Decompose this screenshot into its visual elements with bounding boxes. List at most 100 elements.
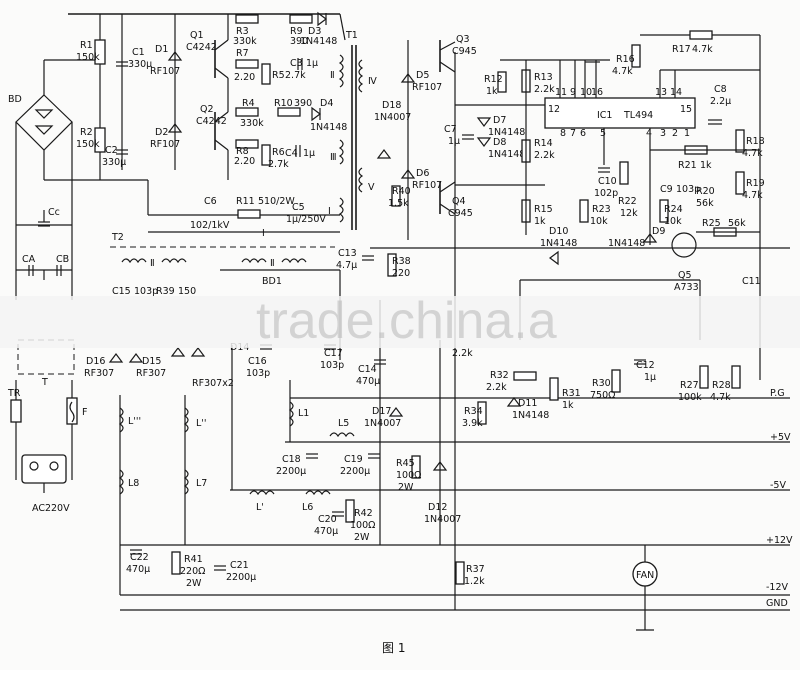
- q4-label: Q4: [452, 196, 466, 207]
- r2-label: R2: [80, 127, 93, 138]
- r4-label: R4: [242, 98, 255, 109]
- r12-label: R12: [484, 74, 503, 85]
- r30-label: R30: [592, 378, 611, 389]
- d12-value: 1N4007: [424, 514, 461, 525]
- r34-value: 3.9k: [462, 418, 483, 429]
- bd1-label: BD1: [262, 276, 282, 287]
- c17-label: C17: [324, 348, 343, 359]
- d18-label: D18: [382, 100, 401, 111]
- drive-section: D1 RF107 D2 RF107 Q1 C4242 Q2 C4242 R3 3…: [148, 11, 377, 239]
- d1-label: D1: [155, 44, 168, 55]
- rf307x2-label: RF307x2: [192, 378, 234, 389]
- resistor-r38: [387, 253, 397, 277]
- d8-value: 1N4148: [488, 149, 525, 160]
- resistor-r4: [235, 107, 259, 117]
- r23-value: 10k: [590, 216, 608, 227]
- winding-i-lower: Ⅰ: [262, 228, 265, 239]
- r30-value: 750Ω: [590, 390, 615, 401]
- pin-4: 4: [646, 128, 652, 139]
- d9-value: 1N4148: [608, 238, 645, 249]
- d5-value: RF107: [412, 82, 442, 93]
- resistor-r8: [235, 139, 259, 149]
- resistor-r40: [391, 185, 401, 207]
- c8-value: 2.2μ: [710, 96, 731, 107]
- c3-cap: 1μ: [306, 58, 318, 69]
- resistor-r31: [549, 377, 559, 401]
- resistor-r10: [277, 107, 301, 117]
- c10-label: C10: [598, 176, 617, 187]
- d3-value: 1N4148: [300, 36, 337, 47]
- r28-label: R28: [712, 380, 731, 391]
- r11-value: 510/2W: [258, 196, 295, 207]
- ac-plug: [21, 454, 67, 484]
- resistor-r1: [94, 39, 106, 65]
- rail-gnd-label: GND: [766, 598, 788, 609]
- r18-value: 4.7k: [742, 148, 763, 159]
- winding-v: Ⅴ: [368, 182, 375, 193]
- r36-value: 2.2k: [452, 348, 473, 359]
- resistor-r30: [611, 369, 621, 393]
- c9-value: 103p: [676, 184, 700, 195]
- r6-value: 2.7k: [268, 159, 289, 170]
- watermark-text: trade.china.a: [256, 292, 557, 350]
- r39-value: 150: [178, 286, 196, 297]
- c4-label: C4: [285, 148, 298, 159]
- watermark-band: [0, 296, 800, 348]
- resistor-r16: [631, 44, 641, 68]
- r7-value: 2.20: [234, 72, 255, 83]
- pin-7: 7: [570, 128, 576, 139]
- resistor-r7: [235, 59, 259, 69]
- r21-label: R21: [678, 160, 697, 171]
- r14-label: R14: [534, 138, 553, 149]
- r14-value: 2.2k: [534, 150, 555, 161]
- r17-label: R17: [672, 44, 691, 55]
- winding-iv: Ⅳ: [368, 76, 377, 87]
- r20-label: R20: [696, 186, 715, 197]
- ac-label: AC220V: [32, 503, 70, 514]
- resistor-r42: [345, 499, 355, 523]
- resistor-r11: [237, 209, 261, 219]
- r1-value: 150k: [76, 52, 100, 63]
- resistor-r24: [659, 199, 669, 223]
- resistor-r23: [579, 199, 589, 223]
- t-label: T: [41, 377, 48, 388]
- r19-value: 4.7k: [742, 190, 763, 201]
- r17-value: 4.7k: [692, 44, 713, 55]
- q5-label: Q5: [678, 270, 692, 281]
- c22-label: C22: [130, 552, 149, 563]
- pin-10: 10: [580, 87, 592, 98]
- d16-value: RF307: [84, 368, 114, 379]
- r34-label: R34: [464, 406, 483, 417]
- c3-label: C3: [290, 58, 303, 69]
- fan-motor: [632, 561, 658, 587]
- d17-value: 1N4007: [364, 418, 401, 429]
- fan-label: FAN: [636, 570, 654, 581]
- lpp-label: L'': [196, 418, 207, 429]
- ic1-value: TL494: [623, 110, 653, 121]
- r45-value: 100Ω: [396, 470, 421, 481]
- ca-label: CA: [22, 254, 36, 265]
- winding-i: Ⅰ: [328, 206, 331, 217]
- figure-caption: 图 1: [382, 641, 405, 655]
- r15-label: R15: [534, 204, 553, 215]
- r24-label: R24: [664, 204, 683, 215]
- resistor-r6: [261, 144, 271, 166]
- r39-label: R39: [156, 286, 175, 297]
- r9-label: R9: [290, 26, 303, 37]
- power-rails: [68, 13, 790, 611]
- q3-label: Q3: [456, 34, 470, 45]
- d7-value: 1N4148: [488, 127, 525, 138]
- pin-5: 5: [600, 128, 606, 139]
- d15-value: RF307: [136, 368, 166, 379]
- q2-label: Q2: [200, 104, 214, 115]
- q4-value: C945: [448, 208, 473, 219]
- c14-label: C14: [358, 364, 377, 375]
- resistor-r28: [731, 365, 741, 389]
- rail-m12-label: -12V: [766, 582, 789, 593]
- r38-label: R38: [392, 256, 411, 267]
- pin-6: 6: [580, 128, 586, 139]
- r5-label: R5: [272, 70, 285, 81]
- d10-label: D10: [549, 226, 568, 237]
- d4-label: D4: [320, 98, 333, 109]
- d2-label: D2: [155, 127, 168, 138]
